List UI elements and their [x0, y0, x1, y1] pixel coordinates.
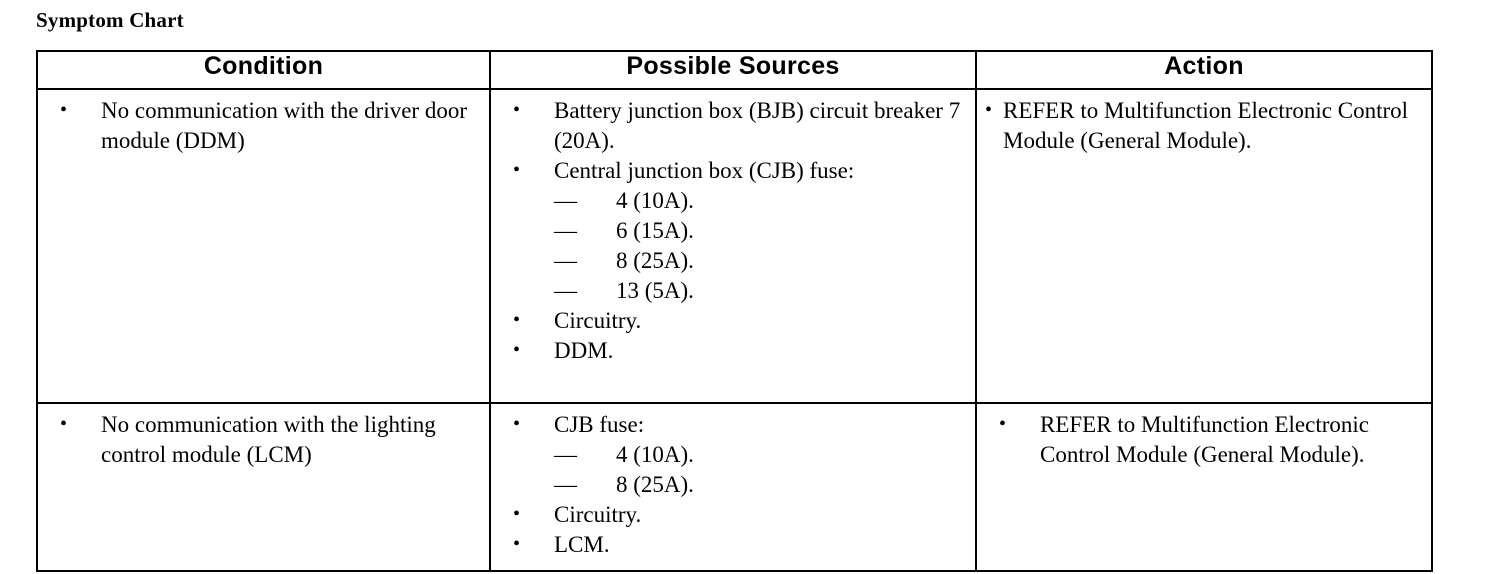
column-header-condition: Condition	[36, 50, 491, 90]
list-item: No communication with the driver door mo…	[44, 95, 483, 156]
list-item: No communication with the lighting contr…	[44, 409, 483, 470]
list-item-label: Central junction box (CJB) fuse:	[554, 158, 855, 183]
sub-list-item: 13 (5A).	[554, 276, 969, 306]
sources-list: CJB fuse: 4 (10A). 8 (25A). Circuitry. L…	[497, 409, 969, 560]
sub-list: 4 (10A). 6 (15A). 8 (25A). 13 (5A).	[554, 186, 969, 306]
condition-list: No communication with the lighting contr…	[44, 409, 483, 470]
table-row: No communication with the lighting contr…	[36, 402, 1433, 572]
cell-action: REFER to Multifunction Electronic Contro…	[975, 402, 1433, 572]
list-item: Circuitry.	[497, 305, 969, 336]
list-item-label: CJB fuse:	[554, 412, 645, 437]
cell-action: REFER to Multifunction Electronic Contro…	[975, 88, 1433, 404]
list-item: Circuitry.	[497, 499, 969, 530]
page-title: Symptom Chart	[36, 8, 184, 32]
table-header-row: Condition Possible Sources Action	[36, 50, 1433, 90]
cell-condition: No communication with the lighting contr…	[36, 402, 491, 572]
cell-possible-sources: Battery junction box (BJB) circuit break…	[489, 88, 977, 404]
list-item: CJB fuse: 4 (10A). 8 (25A).	[497, 409, 969, 500]
list-item: DDM.	[497, 335, 969, 366]
sub-list-item: 4 (10A).	[554, 440, 969, 470]
table-row: No communication with the driver door mo…	[36, 88, 1433, 404]
list-item: Battery junction box (BJB) circuit break…	[497, 95, 969, 156]
sub-list-item: 6 (15A).	[554, 216, 969, 246]
sub-list-item: 8 (25A).	[554, 246, 969, 276]
column-header-possible-sources: Possible Sources	[489, 50, 977, 90]
sources-list: Battery junction box (BJB) circuit break…	[497, 95, 969, 366]
list-item: LCM.	[497, 529, 969, 560]
column-header-action: Action	[975, 50, 1433, 90]
action-list: REFER to Multifunction Electronic Contro…	[983, 409, 1425, 470]
condition-list: No communication with the driver door mo…	[44, 95, 483, 156]
list-item: REFER to Multifunction Electronic Contro…	[983, 409, 1425, 470]
sub-list: 4 (10A). 8 (25A).	[554, 440, 969, 500]
action-list: REFER to Multifunction Electronic Contro…	[983, 95, 1425, 156]
symptom-chart-table: Condition Possible Sources Action No com…	[36, 50, 1433, 572]
list-item: REFER to Multifunction Electronic Contro…	[983, 95, 1425, 156]
list-item: Central junction box (CJB) fuse: 4 (10A)…	[497, 155, 969, 306]
cell-possible-sources: CJB fuse: 4 (10A). 8 (25A). Circuitry. L…	[489, 402, 977, 572]
sub-list-item: 8 (25A).	[554, 470, 969, 500]
sub-list-item: 4 (10A).	[554, 186, 969, 216]
cell-condition: No communication with the driver door mo…	[36, 88, 491, 404]
